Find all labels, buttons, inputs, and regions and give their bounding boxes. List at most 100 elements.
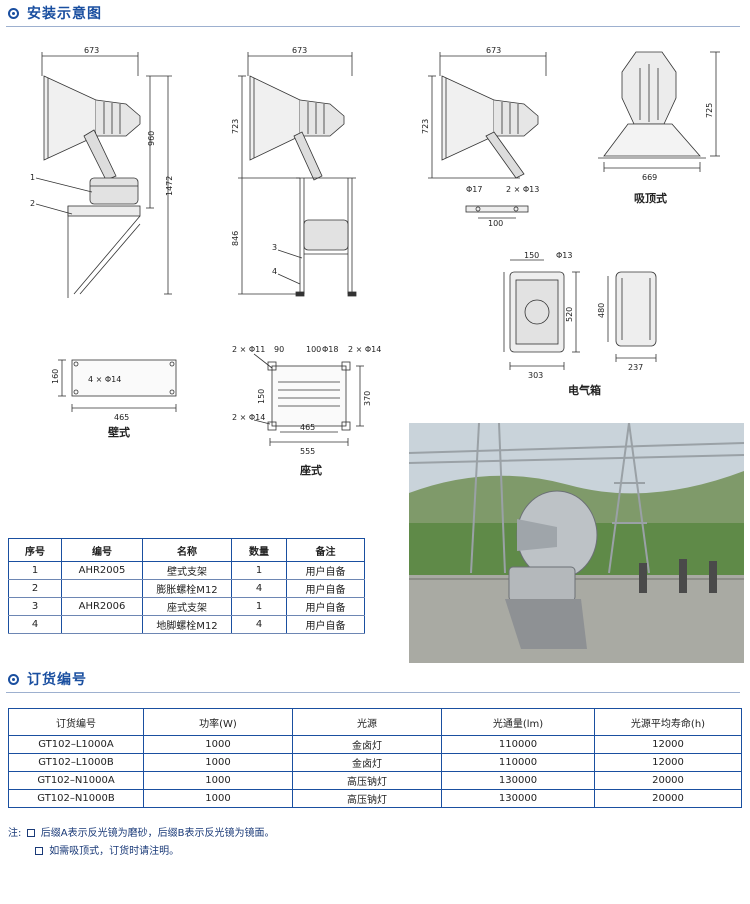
box-dim-237: 237 — [628, 363, 643, 372]
order-table-header-row: 订货编号 功率(W) 光源 光通量(lm) 光源平均寿命(h) — [8, 708, 742, 736]
table-cell: AHR2006 — [61, 597, 143, 616]
table-cell: 座式支架 — [142, 597, 232, 616]
base-dim-370: 370 — [363, 391, 372, 406]
parts-col-index: 序号 — [8, 538, 62, 562]
plain-lamp-drawing — [428, 52, 547, 219]
installation-photo — [409, 423, 744, 663]
order-col-code: 订货编号 — [8, 708, 144, 736]
order-section-header: 订货编号 — [8, 668, 87, 690]
table-cell: 膨胀螺栓M12 — [142, 579, 232, 598]
plain-dim-top: 673 — [486, 46, 501, 55]
order-table: 订货编号 功率(W) 光源 光通量(lm) 光源平均寿命(h) GT102–L1… — [8, 708, 742, 808]
parts-col-qty: 数量 — [231, 538, 287, 562]
wall-plate-holes: 4 × Φ14 — [88, 375, 121, 384]
table-cell: 12000 — [594, 735, 742, 754]
table-cell: AHR2005 — [61, 561, 143, 580]
ceiling-mount-drawing — [598, 51, 720, 172]
table-row: GT102–L1000A 1000 金卤灯 110000 12000 — [8, 735, 742, 754]
stand-dim-top: 673 — [292, 46, 307, 55]
table-cell: 130000 — [441, 771, 595, 790]
section-divider — [6, 26, 740, 27]
table-cell — [61, 579, 143, 598]
square-bullet-icon — [26, 828, 35, 837]
stand-dim-723: 723 — [231, 119, 240, 134]
table-cell: 1000 — [143, 771, 293, 790]
table-cell: 4 — [231, 579, 287, 598]
table-row: 3 AHR2006 座式支架 1 用户自备 — [8, 597, 365, 616]
note-line-1: 注: 后缀A表示反光镜为磨砂，后缀B表示反光镜为镜面。 — [8, 824, 274, 839]
base-hole-d18: Φ18 — [322, 345, 338, 354]
stand-part-label-4: 4 — [272, 267, 277, 276]
note-text-1: 后缀A表示反光镜为磨砂，后缀B表示反光镜为镜面。 — [40, 828, 275, 839]
table-cell: 20000 — [594, 771, 742, 790]
wall-plate-dim-160: 160 — [51, 369, 60, 384]
note-prefix: 注: — [8, 828, 22, 839]
box-dim-303: 303 — [528, 371, 543, 380]
parts-table-header-row: 序号 编号 名称 数量 备注 — [8, 538, 365, 562]
box-dim-480: 480 — [597, 303, 606, 318]
box-dim-520: 520 — [565, 307, 574, 322]
base-caption: 座式 — [299, 463, 322, 477]
order-section-title: 订货编号 — [27, 672, 87, 688]
base-dim-90: 90 — [274, 345, 284, 354]
note-text-2: 如需吸顶式，订货时请注明。 — [49, 846, 180, 857]
table-cell: GT102–N1000A — [8, 771, 144, 790]
stand-dim-846: 846 — [231, 231, 240, 246]
table-cell: 110000 — [441, 753, 595, 772]
table-row: GT102–N1000B 1000 高压钠灯 130000 20000 — [8, 789, 742, 808]
table-cell: 130000 — [441, 789, 595, 808]
table-row: 2 膨胀螺栓M12 4 用户自备 — [8, 579, 365, 598]
base-plate-drawing — [253, 353, 364, 446]
box-caption: 电气箱 — [568, 383, 601, 397]
wall-plate-caption: 壁式 — [108, 425, 130, 439]
base-holes-bottom-left: 2 × Φ14 — [232, 413, 265, 422]
electrical-box-drawing — [503, 259, 657, 370]
section-divider — [6, 692, 740, 693]
table-cell: 1 — [8, 561, 62, 580]
circle-bullet-icon — [8, 673, 19, 685]
table-row: 4 地脚螺栓M12 4 用户自备 — [8, 615, 365, 634]
parts-col-name: 名称 — [142, 538, 232, 562]
table-cell: 1 — [231, 597, 287, 616]
wall-dim-1472: 1472 — [165, 176, 174, 196]
order-col-life: 光源平均寿命(h) — [594, 708, 742, 736]
table-cell: 壁式支架 — [142, 561, 232, 580]
order-col-source: 光源 — [292, 708, 442, 736]
note-line-2: 如需吸顶式，订货时请注明。 — [33, 842, 179, 857]
install-section-title: 安装示意图 — [27, 6, 102, 22]
install-section-header: 安装示意图 — [8, 2, 102, 24]
order-col-power: 功率(W) — [143, 708, 293, 736]
parts-col-code: 编号 — [61, 538, 143, 562]
table-cell: 4 — [231, 615, 287, 634]
plain-hole-d17: Φ17 — [466, 185, 482, 194]
wall-plate-dim-465: 465 — [114, 413, 129, 422]
table-row: GT102–N1000A 1000 高压钠灯 130000 20000 — [8, 771, 742, 790]
table-cell: 1000 — [143, 789, 293, 808]
wall-dim-top: 673 — [84, 46, 99, 55]
table-cell: 用户自备 — [286, 597, 365, 616]
table-cell: GT102–L1000A — [8, 735, 144, 754]
plain-holes: 2 × Φ13 — [506, 185, 539, 194]
base-holes-top-left: 2 × Φ11 — [232, 345, 265, 354]
table-cell: 12000 — [594, 753, 742, 772]
base-holes-top-right: 2 × Φ14 — [348, 345, 381, 354]
box-dim-150: 150 — [524, 251, 539, 260]
table-cell: 1 — [231, 561, 287, 580]
table-cell: 2 — [8, 579, 62, 598]
base-dim-465: 465 — [300, 423, 315, 432]
installation-drawings: 673 960 1472 1 2 673 723 846 3 4 673 723… — [30, 46, 720, 477]
table-cell: 地脚螺栓M12 — [142, 615, 232, 634]
table-cell: 高压钠灯 — [292, 771, 442, 790]
table-cell: 20000 — [594, 789, 742, 808]
wall-dim-960: 960 — [147, 131, 156, 146]
ceiling-caption: 吸顶式 — [634, 191, 667, 205]
table-cell: GT102–L1000B — [8, 753, 144, 772]
circle-bullet-icon — [8, 7, 19, 19]
table-cell: 金卤灯 — [292, 753, 442, 772]
table-cell: 110000 — [441, 735, 595, 754]
stand-part-label-3: 3 — [272, 243, 277, 252]
table-cell: 1000 — [143, 735, 293, 754]
ceiling-dim-725: 725 — [705, 103, 714, 118]
wall-plate-drawing — [58, 359, 177, 412]
plain-dim-723: 723 — [421, 119, 430, 134]
